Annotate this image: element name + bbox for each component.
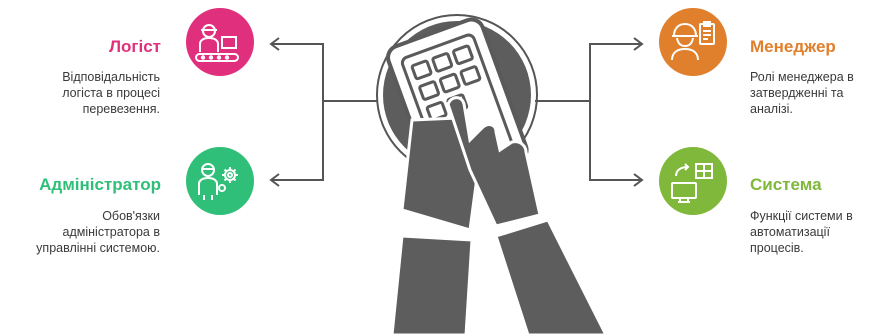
admin-desc-line: управлінні системою.	[0, 240, 160, 256]
hands-holding-tablet-icon	[377, 15, 606, 335]
logist-icon-circle	[186, 8, 254, 76]
system-desc-line: автоматизації	[750, 224, 873, 240]
system-desc-line: Функції системи в	[750, 208, 873, 224]
logist-desc-line: перевезення.	[0, 101, 160, 117]
manager-description: Ролі менеджера в затвердженні та аналізі…	[750, 69, 873, 117]
logist-desc-line: Відповідальність	[0, 69, 160, 85]
admin-title: Адміністратор	[39, 175, 161, 195]
manager-desc-line: Ролі менеджера в	[750, 69, 873, 85]
admin-description: Обов'язки адміністратора в управлінні си…	[0, 208, 160, 256]
connector-right	[535, 44, 641, 180]
logist-description: Відповідальність логіста в процесі перев…	[0, 69, 160, 117]
system-title: Система	[750, 175, 822, 195]
admin-icon-circle	[186, 147, 254, 215]
manager-desc-line: затвердженні та	[750, 85, 873, 101]
admin-desc-line: Обов'язки	[0, 208, 160, 224]
system-icon-circle	[659, 147, 727, 215]
system-desc-line: процесів.	[750, 240, 873, 256]
admin-desc-line: адміністратора в	[0, 224, 160, 240]
connector-left	[272, 44, 378, 180]
logist-title: Логіст	[109, 37, 161, 57]
manager-icon-circle	[659, 8, 727, 76]
system-description: Функції системи в автоматизації процесів…	[750, 208, 873, 256]
manager-title: Менеджер	[750, 37, 836, 57]
logist-desc-line: логіста в процесі	[0, 85, 160, 101]
manager-desc-line: аналізі.	[750, 101, 873, 117]
